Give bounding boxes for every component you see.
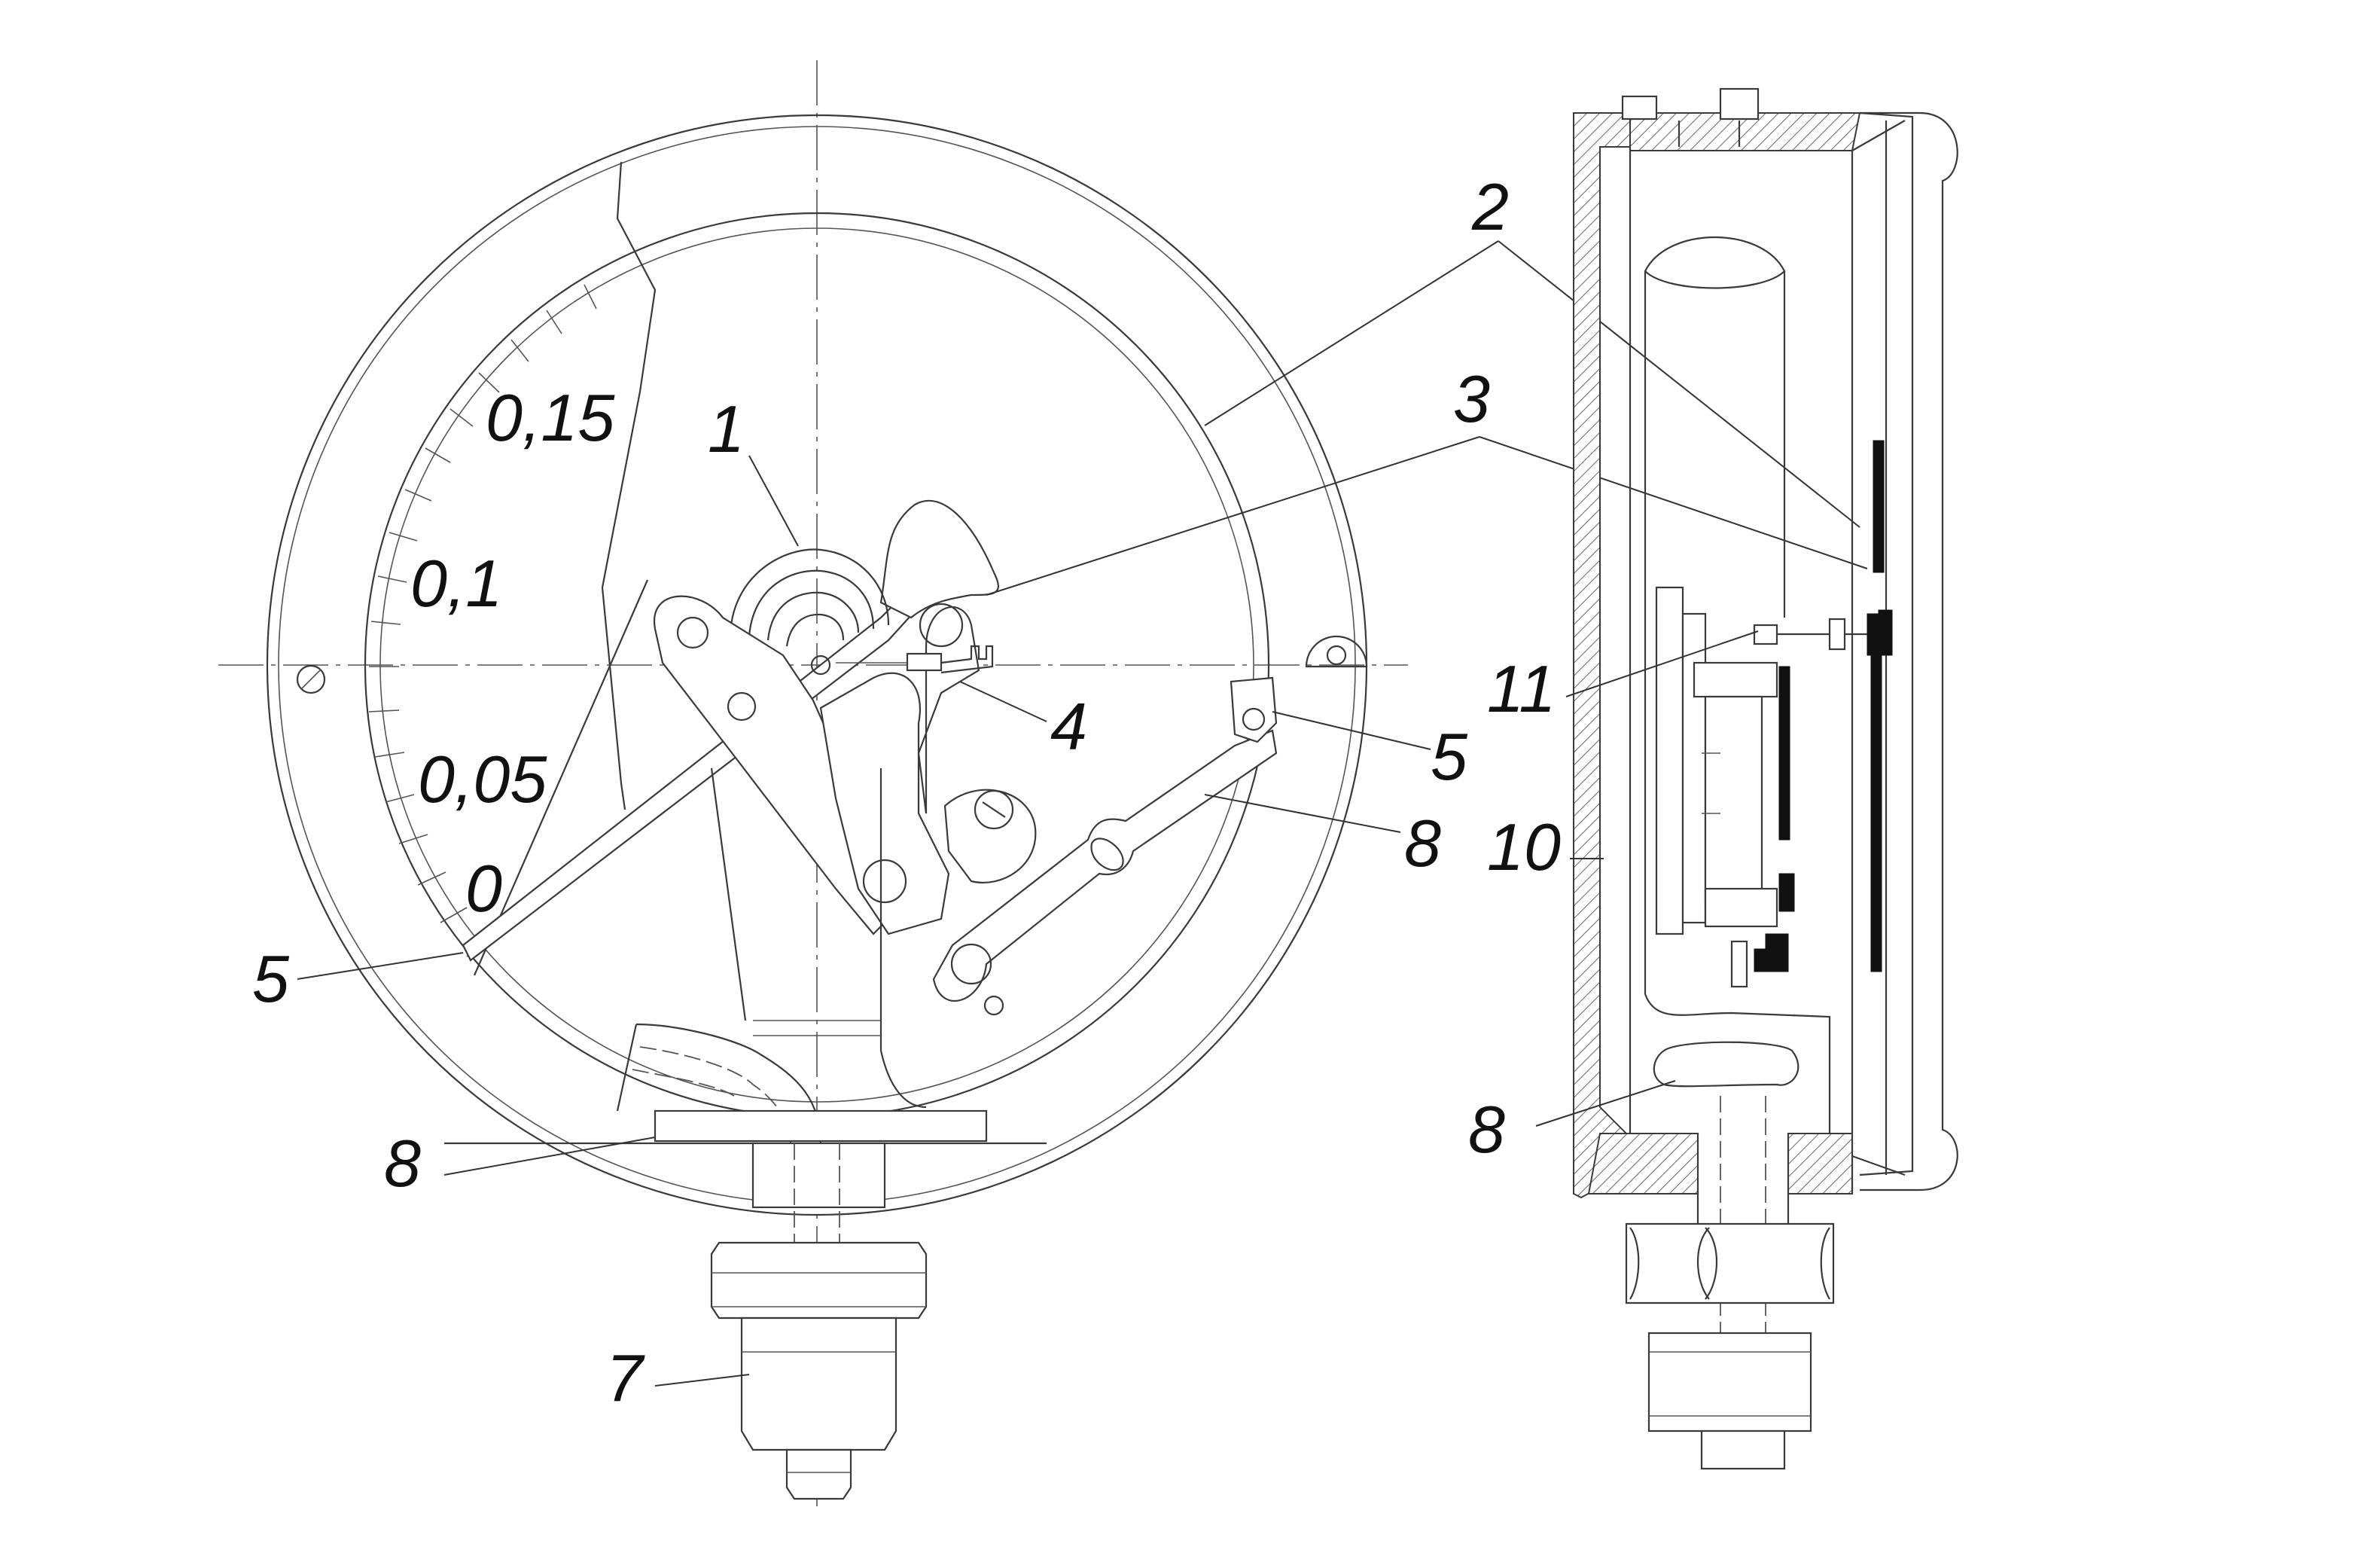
scale-label-0: 0 [465,851,502,926]
callout-5-right: 5 [1431,719,1468,794]
callout-10: 10 [1487,810,1561,884]
bourdon-spiral [729,548,890,647]
case-bottom-left [1587,1133,1699,1195]
callout-2: 2 [1471,169,1509,244]
callout-8-front-right: 8 [1404,806,1441,880]
case-bottom-right [1787,1133,1853,1195]
front-view: 0 0,05 0,1 0,15 1 2 3 4 5 8 5 8 7 [218,60,1868,1506]
callout-7: 7 [606,1341,645,1415]
scale-label-0-05: 0,05 [418,742,547,816]
callout-4: 4 [1050,689,1087,764]
case-wall [1573,112,1631,1199]
side-view: 11 10 8 [1468,87,1958,1470]
callout-5-left: 5 [252,941,290,1016]
bezel-and-glass [1629,111,1958,1194]
hairspring-detail [836,645,994,674]
front-leaders [297,240,1868,1387]
callout-1: 1 [708,392,745,466]
dial-sector [473,161,657,976]
socket-section [1625,993,1835,1470]
callout-11: 11 [1487,651,1556,726]
top-screws [1621,87,1760,147]
callout-3: 3 [1453,362,1490,436]
scale-label-0-15: 0,15 [486,380,615,455]
scale-label-0-1: 0,1 [410,546,502,621]
mounting-lug-left [296,664,326,694]
bourdon-tube-section [1644,236,1786,994]
union-fitting [710,1142,928,1500]
side-leaders [1535,630,1759,1127]
socket-body [444,767,1047,1146]
callout-8-side: 8 [1468,1092,1505,1167]
callout-8-front-left: 8 [384,1126,421,1201]
connecting-link [932,676,1278,1016]
dial-plate [1870,440,1893,972]
mounting-lug-right [1305,635,1368,668]
movement-stack [1655,586,1882,988]
gauge-pointer [462,499,999,962]
